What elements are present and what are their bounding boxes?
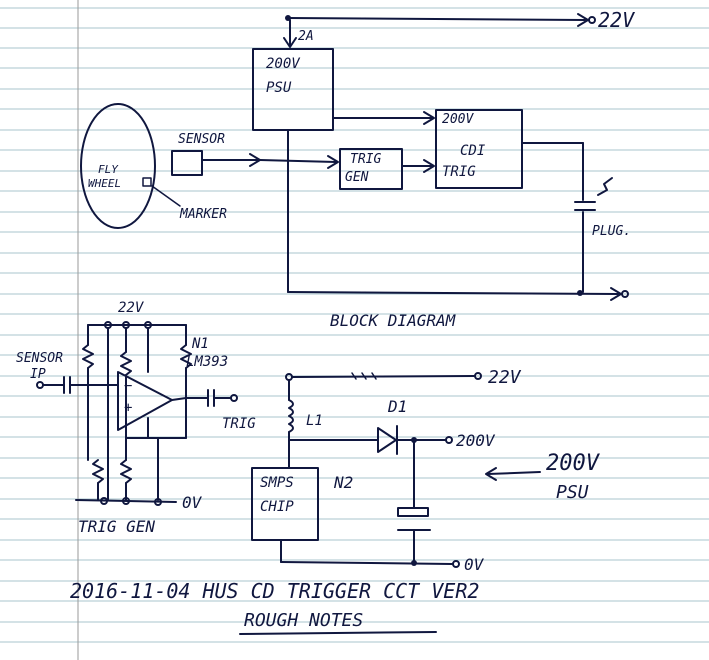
arrow-icon — [423, 159, 435, 173]
input-label-2: IP — [30, 367, 46, 382]
comparator-icon — [117, 371, 173, 431]
block-diagram-caption: BLOCK DIAGRAM — [330, 311, 457, 330]
resistor-icon — [120, 459, 132, 484]
resistor-icon — [120, 351, 132, 376]
psu-label-2: PSU — [266, 80, 292, 96]
input-label-1: SENSOR — [16, 351, 63, 366]
arrow-icon — [485, 467, 497, 481]
arrow-icon — [283, 37, 297, 48]
resistor-icon — [92, 459, 104, 484]
current-label: 2A — [298, 29, 314, 44]
trig-gen-circuit: 22V N1 LM393 − + SENSOR IP — [16, 300, 256, 536]
trig-gen-block — [339, 148, 403, 190]
inductor-icon — [288, 399, 294, 433]
resistor-icon — [180, 344, 192, 369]
flywheel-label-1: FLY — [98, 163, 119, 176]
ground-label: 0V — [182, 493, 203, 512]
diode-label: D1 — [387, 397, 407, 416]
trig-gen-label-2: GEN — [345, 170, 369, 185]
chip-ref-label: N2 — [333, 473, 353, 492]
arrow-icon — [423, 111, 435, 125]
chip-label-1: SMPS — [260, 475, 294, 491]
cdi-label-top: 200V — [442, 112, 474, 127]
plug-label: PLUG. — [592, 224, 631, 239]
arrow-icon — [327, 155, 339, 169]
supply-marks — [351, 372, 377, 380]
ic-part-label: LM393 — [186, 354, 228, 370]
annotation-arrow — [487, 471, 541, 475]
psu-label-1: 200V — [546, 451, 601, 476]
sensor-label: SENSOR — [178, 132, 225, 147]
psu-label-2: PSU — [556, 482, 589, 503]
page-subtitle: ROUGH NOTES — [244, 610, 363, 631]
inductor-label: L1 — [306, 413, 323, 429]
supply-rail — [291, 375, 475, 378]
ground-rail — [75, 499, 177, 503]
diode-icon — [377, 427, 397, 453]
ic-ref-label: N1 — [191, 336, 209, 352]
cdi-block — [435, 109, 523, 189]
ground-label: 0V — [464, 555, 485, 574]
ground-rail — [280, 561, 453, 565]
page-title-block: 2016-11-04 HUS CD TRIGGER CCT VER2 ROUGH… — [70, 579, 479, 635]
psu-circuit: 22V L1 D1 200V SMPS CHIP N2 0V 200V PS — [251, 367, 601, 574]
trig-gen-label-1: TRIG — [350, 152, 381, 167]
chip-label-2: CHIP — [260, 499, 294, 515]
spark-icon — [597, 177, 613, 196]
minus-sign: − — [124, 378, 132, 394]
supply-label: 22V — [598, 8, 635, 32]
flywheel-label-2: WHEEL — [88, 177, 121, 190]
resistor-icon — [82, 344, 94, 369]
plus-sign: + — [124, 400, 132, 416]
supply-label: 22V — [488, 367, 522, 388]
sensor-block — [171, 150, 203, 176]
marker-icon — [142, 177, 152, 187]
psu-block — [252, 48, 334, 131]
cdi-label-mid: CDI — [460, 143, 486, 159]
ground-wire — [287, 291, 619, 295]
output-label: TRIG — [222, 416, 256, 432]
marker-label: MARKER — [179, 207, 227, 222]
supply-wire — [287, 17, 586, 21]
smps-chip-block — [251, 467, 319, 541]
output-label: 200V — [456, 431, 496, 450]
cdi-label-bot: TRIG — [442, 164, 476, 180]
supply-label: 22V — [118, 300, 145, 316]
trig-gen-caption: TRIG GEN — [78, 517, 155, 536]
psu-label-1: 200V — [266, 56, 301, 72]
page-title: 2016-11-04 HUS CD TRIGGER CCT VER2 — [70, 579, 479, 603]
block-diagram: 22V 2A 200V PSU 200V CDI TRIG PLUG. FLY … — [80, 8, 635, 330]
flywheel-icon — [80, 103, 156, 229]
subtitle-underline — [239, 631, 437, 635]
capacitor-icon — [397, 507, 429, 517]
